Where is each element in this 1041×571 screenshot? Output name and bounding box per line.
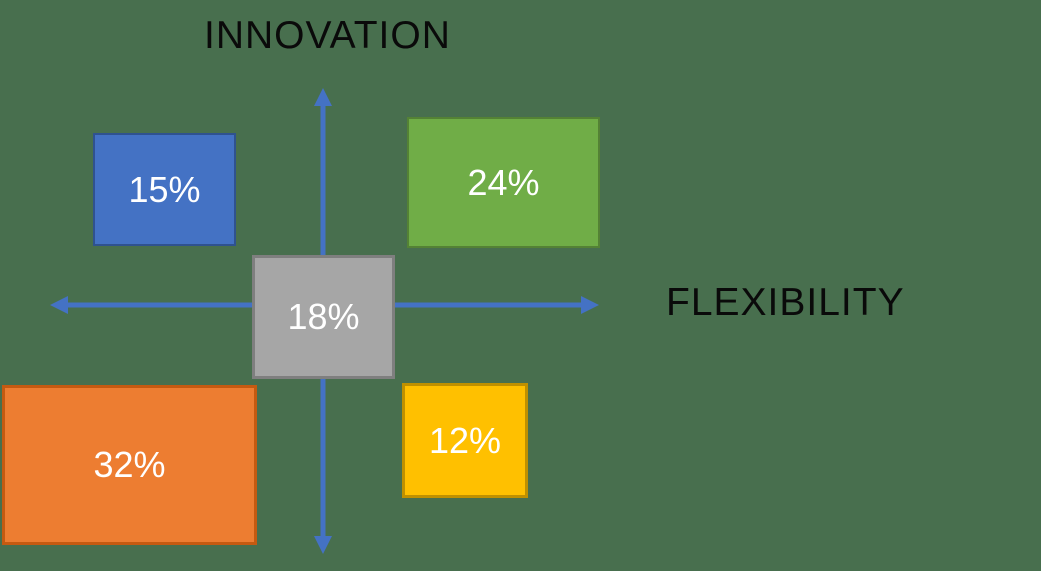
- quadrant-box-bottom-left: 32%: [2, 385, 257, 545]
- x-axis-label-flexibility: FLEXIBILITY: [666, 281, 905, 324]
- quadrant-box-bottom-right: 12%: [402, 383, 528, 498]
- quadrant-value-bottom-right: 12%: [428, 419, 502, 461]
- quadrant-value-bottom-left: 32%: [93, 444, 166, 485]
- quadrant-box-center: 18%: [252, 255, 395, 379]
- quadrant-box-top-left: 15%: [93, 133, 236, 246]
- quadrant-value-top-right: 24%: [467, 161, 540, 203]
- quadrant-box-top-right: 24%: [407, 117, 600, 248]
- quadrant-value-center: 18%: [287, 296, 360, 337]
- quadrant-value-top-left: 15%: [128, 168, 201, 210]
- y-axis-label-innovation: INNOVATION: [204, 14, 451, 57]
